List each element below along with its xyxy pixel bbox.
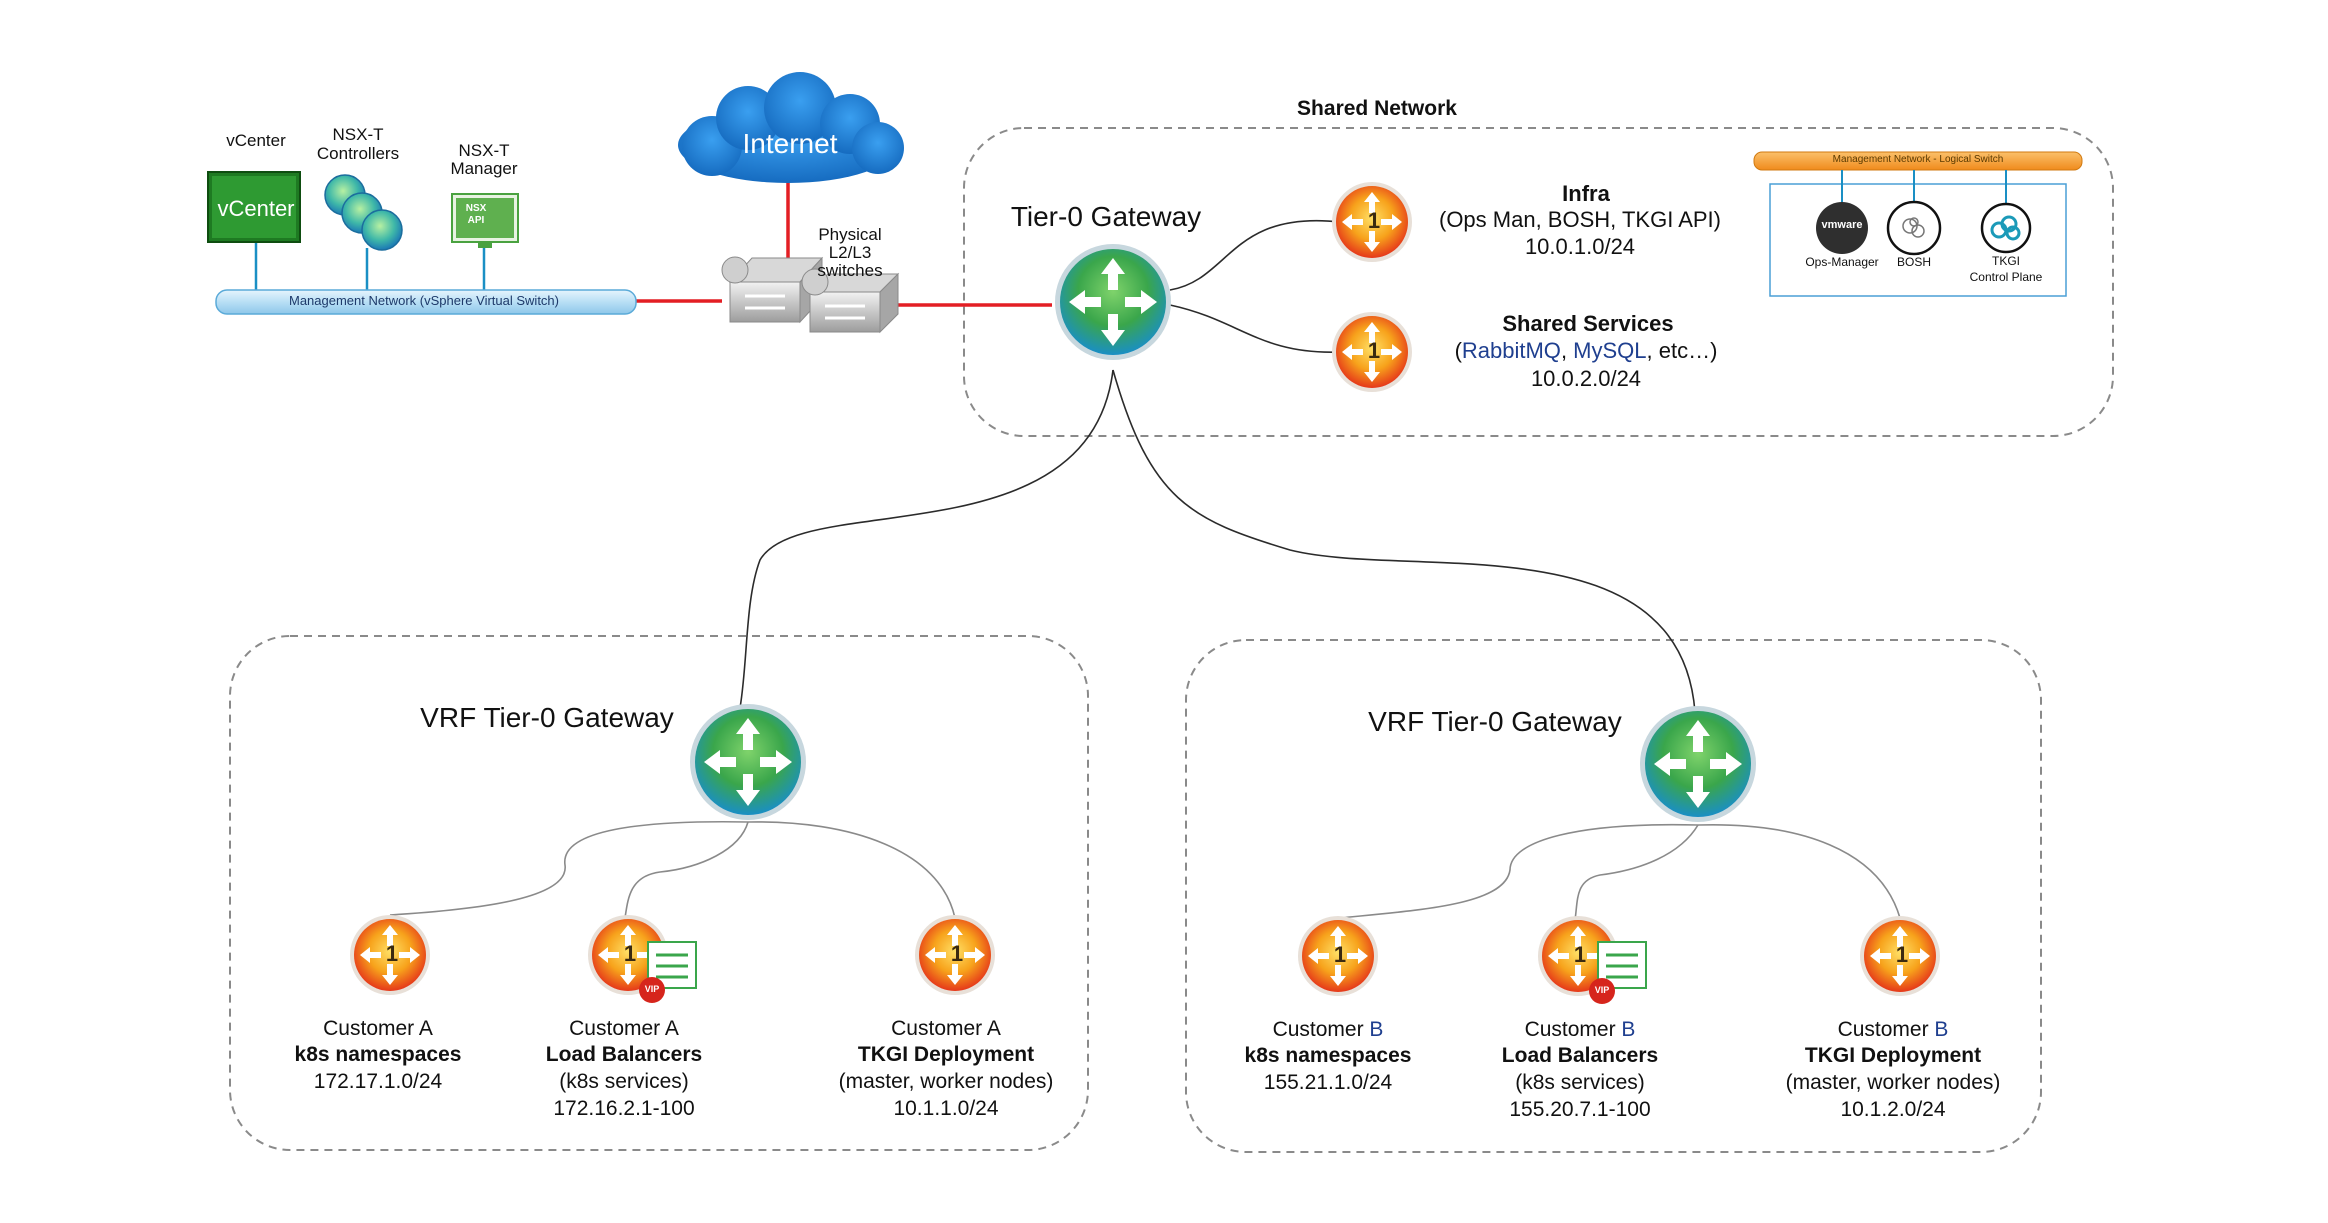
cust-a-ns-cidr: 172.17.1.0/24 bbox=[313, 1070, 443, 1093]
vrf-a-label: VRF Tier-0 Gateway bbox=[420, 702, 674, 733]
cust-b-ns-title: k8s namespaces bbox=[1244, 1044, 1412, 1067]
nsxt-controllers-icon bbox=[324, 174, 403, 251]
t1-glyph-shared: 1 bbox=[1367, 338, 1381, 363]
cust-a-lb-sub: (k8s services) bbox=[559, 1070, 689, 1093]
infra-desc: (Ops Man, BOSH, TKGI API) bbox=[1438, 207, 1722, 232]
vrf-b-label: VRF Tier-0 Gateway bbox=[1368, 706, 1622, 737]
tier0-gateway-label: Tier-0 Gateway bbox=[1010, 201, 1202, 232]
load-balancer-a-icon bbox=[639, 941, 697, 1003]
vmware-ops-manager-icon bbox=[1816, 202, 1868, 254]
vcenter-icon bbox=[207, 171, 301, 243]
infra-title: Infra bbox=[1562, 181, 1610, 206]
link-vrfb-lb bbox=[1574, 824, 1699, 921]
cust-a-tkgi-cidr: 10.1.1.0/24 bbox=[893, 1097, 999, 1120]
cust-b-lb-sub: (k8s services) bbox=[1515, 1071, 1645, 1094]
shared-services-desc: (RabbitMQ, MySQL, etc…) bbox=[1454, 338, 1718, 363]
nsxt-manager-icon bbox=[451, 193, 519, 248]
shared-services-cidr: 10.0.2.0/24 bbox=[1530, 366, 1642, 391]
nsxt-controllers-label-1: NSX-T bbox=[332, 125, 384, 144]
tier1-shared-services-icon bbox=[1332, 312, 1412, 392]
mgmt-logical-switch-title: Management Network - Logical Switch bbox=[1832, 154, 2004, 165]
vrf-tier0-gateway-b-icon bbox=[1640, 706, 1756, 822]
cust-a-lb-line1: Customer A bbox=[569, 1017, 679, 1040]
tkgi-label-1: TKGI bbox=[1991, 254, 2021, 268]
cust-a-ns-line1: Customer A bbox=[323, 1017, 433, 1040]
t1-glyph-a-lb: 1 bbox=[623, 941, 637, 966]
vcenter-box-label: vCenter bbox=[217, 196, 295, 221]
rabbitmq-link: RabbitMQ bbox=[1461, 338, 1561, 363]
link-vrfb-ns bbox=[1339, 823, 1699, 919]
tier1-infra-icon bbox=[1332, 182, 1412, 262]
t1-glyph-a-ns: 1 bbox=[385, 941, 399, 966]
nsxt-manager-label-1: NSX-T bbox=[458, 141, 510, 160]
link-vrfa-tkgi bbox=[747, 821, 956, 919]
shared-services-title: Shared Services bbox=[1502, 311, 1674, 336]
t1-glyph-a-tkgi: 1 bbox=[950, 941, 964, 966]
cust-a-tkgi-line1: Customer A bbox=[891, 1017, 1001, 1040]
cust-b-tkgi-sub: (master, worker nodes) bbox=[1785, 1071, 2001, 1094]
switch-label-3: switches bbox=[817, 261, 883, 280]
ops-manager-label: Ops-Manager bbox=[1805, 255, 1879, 269]
cust-b-tkgi-title: TKGI Deployment bbox=[1804, 1044, 1982, 1067]
cust-b-vip-badge: VIP bbox=[1594, 985, 1610, 995]
switch-label-1: Physical bbox=[818, 225, 882, 244]
cust-b-lb-title: Load Balancers bbox=[1501, 1044, 1659, 1067]
nsxt-manager-label-2: Manager bbox=[450, 159, 518, 178]
shared-network-title: Shared Network bbox=[1297, 97, 1457, 120]
cust-a-lb-cidr: 172.16.2.1-100 bbox=[553, 1097, 695, 1120]
internet-cloud-icon bbox=[678, 72, 904, 183]
cust-a-ns-title: k8s namespaces bbox=[294, 1043, 462, 1066]
cust-b-lb-line1: Customer B bbox=[1524, 1018, 1636, 1041]
management-network-label: Management Network (vSphere Virtual Swit… bbox=[289, 293, 559, 308]
cust-a-vip-badge: VIP bbox=[644, 984, 660, 994]
cust-b-lb-cidr: 155.20.7.1-100 bbox=[1509, 1098, 1651, 1121]
vcenter-label: vCenter bbox=[226, 131, 286, 150]
t1-glyph-b-tkgi: 1 bbox=[1895, 942, 1909, 967]
customer-b-box bbox=[1185, 639, 2042, 1153]
cust-b-ns-line1: Customer B bbox=[1272, 1018, 1384, 1041]
cust-b-tkgi-line1: Customer B bbox=[1837, 1018, 1949, 1041]
link-t0-shared bbox=[1169, 304, 1341, 353]
nsx-api-label-2: API bbox=[467, 215, 485, 226]
bosh-label: BOSH bbox=[1896, 255, 1932, 269]
vrf-tier0-gateway-a-icon bbox=[690, 704, 806, 820]
tier0-gateway-icon bbox=[1055, 244, 1171, 360]
tkgi-label-2: Control Plane bbox=[1969, 270, 2043, 284]
nsx-api-label-1: NSX bbox=[465, 203, 487, 214]
link-t0-to-vrf-b bbox=[1112, 369, 1696, 713]
link-t0-to-vrf-a bbox=[739, 369, 1114, 709]
switch-label-2: L2/L3 bbox=[828, 243, 872, 262]
management-network-bar bbox=[215, 289, 637, 315]
internet-label: Internet bbox=[742, 128, 838, 159]
link-vrfa-ns bbox=[389, 820, 749, 916]
t1-glyph-b-lb: 1 bbox=[1573, 942, 1587, 967]
mgmt-logical-switch-panel bbox=[1753, 151, 2083, 297]
tier1-customer-a-ns-icon bbox=[350, 915, 430, 995]
load-balancer-b-icon bbox=[1589, 941, 1647, 1004]
nsxt-controllers-label-2: Controllers bbox=[316, 144, 400, 163]
link-vrfb-tkgi bbox=[1697, 823, 1901, 919]
shared-network-box bbox=[963, 127, 2114, 437]
t1-glyph-infra: 1 bbox=[1367, 208, 1381, 233]
t1-glyph-b-ns: 1 bbox=[1333, 942, 1347, 967]
cust-a-tkgi-title: TKGI Deployment bbox=[857, 1043, 1035, 1066]
infra-cidr: 10.0.1.0/24 bbox=[1524, 234, 1636, 259]
customer-a-box bbox=[229, 635, 1089, 1151]
physical-switch-icon bbox=[721, 256, 900, 334]
cust-a-tkgi-sub: (master, worker nodes) bbox=[838, 1070, 1054, 1093]
cust-a-lb-title: Load Balancers bbox=[545, 1043, 703, 1066]
tier1-customer-b-tkgi-icon bbox=[1860, 916, 1940, 996]
vmware-logo-text: vmware bbox=[1821, 219, 1863, 231]
cust-b-tkgi-cidr: 10.1.2.0/24 bbox=[1840, 1098, 1946, 1121]
mysql-link: MySQL bbox=[1573, 338, 1647, 363]
tier1-customer-a-tkgi-icon bbox=[915, 915, 995, 995]
link-vrfa-lb bbox=[624, 821, 749, 919]
tier1-customer-b-ns-icon bbox=[1298, 916, 1378, 996]
bosh-icon bbox=[1886, 200, 1942, 256]
cust-b-ns-cidr: 155.21.1.0/24 bbox=[1263, 1071, 1393, 1094]
link-t0-infra bbox=[1169, 219, 1341, 291]
